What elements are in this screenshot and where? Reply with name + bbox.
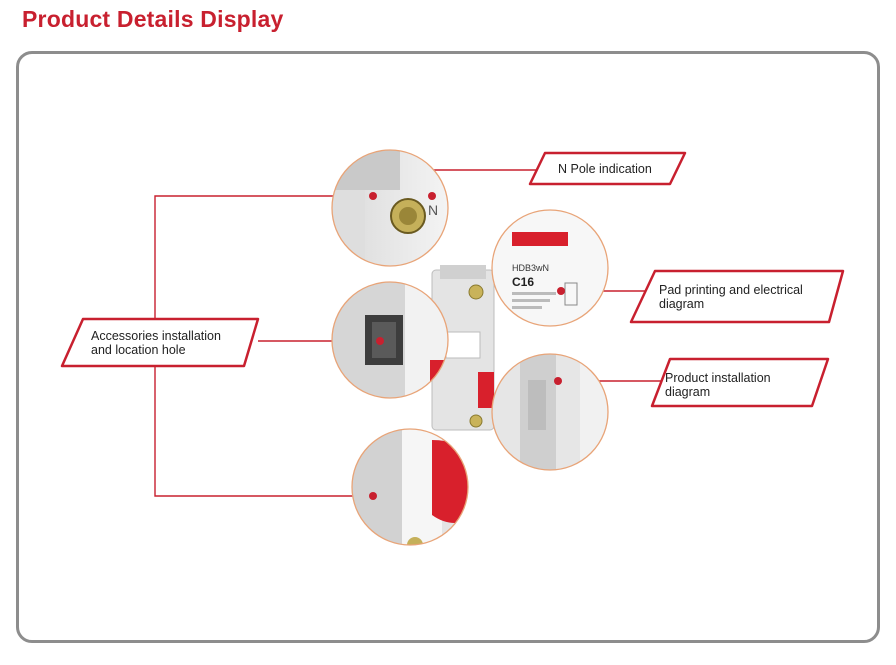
rating-text: C16 [512,275,534,289]
installation-callout: Product installation diagram [665,371,771,399]
callout-boxes [60,151,845,408]
accessories-callout: Accessories installation and location ho… [91,329,221,357]
installation-detail-circle [491,353,609,471]
installation-box [650,357,830,408]
n-pole-label: N Pole indication [558,162,652,176]
page-title: Product Details Display [22,6,284,32]
model-text: HDB3wN [512,263,549,273]
accessories-label-line2: and location hole [91,343,186,357]
circuit-breaker-body [431,265,495,431]
pad-printing-detail-circle: HDB3wN C16 [491,209,609,327]
n-pole-mark: N [428,202,438,218]
accessories-box [60,317,260,368]
n-pole-detail-circle: N [331,149,449,267]
installation-label-line2: diagram [665,385,711,399]
n-pole-callout: N Pole indication [558,162,652,176]
accessories-hole-detail-circle [331,281,449,399]
indicator-dots [369,192,565,500]
pad-printing-box [629,269,845,324]
pad-printing-label-line2: diagram [659,297,705,311]
pad-printing-label-line1: Pad printing and electrical [659,283,803,297]
accessories-label-line1: Accessories installation [91,329,221,343]
pad-printing-callout: Pad printing and electrical diagram [659,283,803,311]
installation-label-line1: Product installation [665,371,771,385]
n-pole-box [528,151,687,186]
handle-detail-circle [351,428,469,546]
